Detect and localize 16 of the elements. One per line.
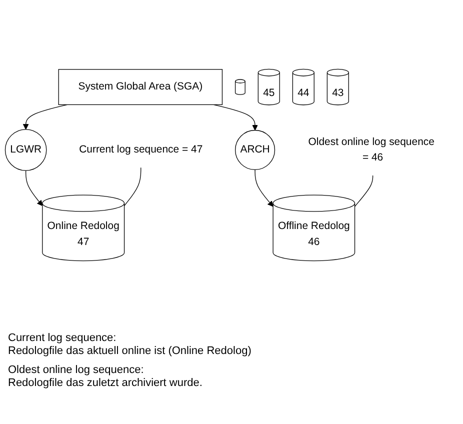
- node-circle: ARCH: [234, 130, 276, 170]
- node-text: Oldest online log sequence = 46: [308, 136, 434, 164]
- node-cylinder: [234, 79, 246, 95]
- connector: [124, 167, 142, 206]
- arrow: [254, 169, 274, 207]
- note-text: Redologfile das zuletzt archiviert wurde.: [8, 377, 204, 390]
- note-heading: Current log sequence:: [8, 332, 118, 345]
- arrow: [26, 170, 43, 206]
- node-box: System Global Area (SGA): [58, 69, 223, 106]
- note-text: Redologfile das aktuell online ist (Online Redolog): [8, 345, 252, 358]
- arrow: [213, 104, 258, 131]
- connector: [354, 175, 374, 207]
- arrow: [22, 104, 68, 130]
- note-heading: Oldest online log sequence:: [8, 364, 145, 377]
- node-circle: LGWR: [4, 129, 47, 171]
- node-text: Current log sequence = 47: [79, 144, 203, 156]
